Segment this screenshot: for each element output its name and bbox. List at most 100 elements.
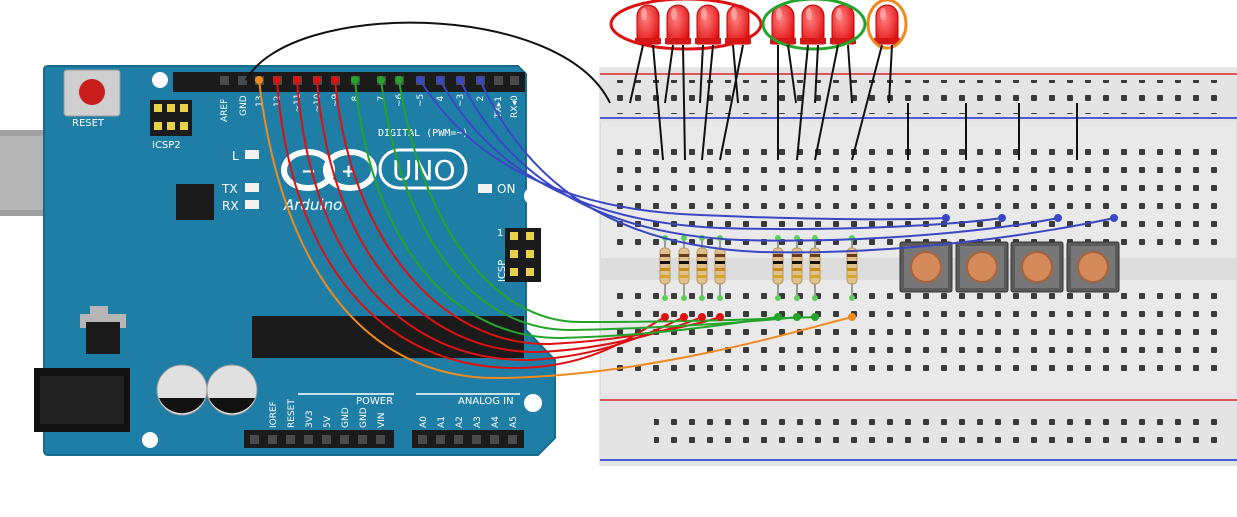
- lower-terminal-holes: [612, 288, 1224, 378]
- pin-label-12: TX▸1: [494, 96, 504, 119]
- pin-label-0: 13: [255, 96, 265, 107]
- uno-badge: [378, 148, 468, 190]
- pin-label-4: ~9: [331, 93, 341, 107]
- resistor-band: [660, 254, 670, 257]
- pin-label-13: RX◂0: [510, 95, 520, 118]
- analog-pin: [454, 435, 463, 444]
- led-l-label: L: [232, 149, 239, 163]
- led-highlight: [776, 8, 782, 20]
- power-label: POWER: [356, 396, 393, 407]
- analog-label: ANALOG IN: [458, 396, 514, 407]
- icsp-label: ICSP: [497, 260, 508, 282]
- analog-pin: [436, 435, 445, 444]
- highlight-group-green: [761, 0, 867, 51]
- red-led: [830, 4, 856, 45]
- resistor-body: [678, 247, 690, 285]
- led-rx-label: RX: [222, 199, 239, 213]
- resistor: [846, 235, 858, 301]
- led-rim: [800, 38, 826, 44]
- resistor-end: [717, 295, 723, 301]
- resistor-band: [697, 261, 707, 264]
- led-highlight: [836, 8, 842, 20]
- analog-pin-label-4: A4: [491, 416, 501, 428]
- microcontroller-chip: [252, 316, 524, 358]
- mounting-hole: [524, 187, 542, 205]
- pin-label-2: ~11: [293, 94, 303, 113]
- pin-label-8: ~5: [416, 94, 426, 107]
- power-pin-label-3: 5V: [323, 415, 333, 428]
- push-button-cap: [1077, 251, 1109, 283]
- resistor-band: [810, 254, 820, 257]
- pin-label-5: 8: [351, 96, 361, 102]
- resistor-band: [773, 254, 783, 257]
- red-led: [800, 4, 826, 45]
- red-led: [695, 4, 721, 45]
- led-highlight: [806, 8, 812, 20]
- analog-pin-label-1: A1: [437, 416, 447, 428]
- logo-text: Arduino: [283, 196, 342, 214]
- resistor-band: [679, 275, 689, 278]
- push-button-3[interactable]: [1010, 241, 1064, 293]
- resistor-band: [773, 275, 783, 278]
- power-pin: [304, 435, 313, 444]
- digital-label: DIGITAL (PWM=~): [378, 128, 468, 139]
- power-pin-label-0: IOREF: [269, 401, 279, 428]
- resistor-band: [660, 268, 670, 271]
- voltage-regulator: [86, 322, 120, 354]
- led-highlight: [641, 8, 647, 20]
- led-highlight: [671, 8, 677, 20]
- icsp2-label: ICSP2: [152, 140, 181, 151]
- led-on: [478, 184, 492, 193]
- pin-label-9: 4: [436, 96, 446, 102]
- resistor: [659, 235, 671, 301]
- resistor-band: [697, 275, 707, 278]
- power-header: [244, 430, 394, 448]
- reset-button[interactable]: [79, 79, 105, 105]
- led-rim: [635, 38, 661, 44]
- led-highlight: [731, 8, 737, 20]
- push-button-1[interactable]: [899, 241, 953, 293]
- resistor-band: [697, 268, 707, 271]
- led-rim: [830, 38, 856, 44]
- analog-pin: [472, 435, 481, 444]
- arduino-logo: − + Arduino: [281, 149, 377, 214]
- red-led: [635, 4, 661, 45]
- resistor-body: [714, 247, 726, 285]
- highlight-group-orange: [866, 0, 908, 50]
- red-led: [874, 4, 900, 45]
- resistor-body: [659, 247, 671, 285]
- resistor-band: [715, 268, 725, 271]
- resistor-band: [847, 261, 857, 264]
- power-pin: [286, 435, 295, 444]
- push-button-4[interactable]: [1066, 241, 1120, 293]
- resistor: [791, 235, 803, 301]
- power-pin: [268, 435, 277, 444]
- wire-end-dots: [255, 76, 1118, 321]
- analog-pin-label-3: A3: [473, 416, 483, 428]
- analog-pin: [418, 435, 427, 444]
- led-rim: [695, 38, 721, 44]
- resistor-end: [681, 295, 687, 301]
- led-highlight: [880, 8, 886, 20]
- power-pin: [358, 435, 367, 444]
- resistor-end: [849, 295, 855, 301]
- aref-label: AREF: [220, 99, 230, 122]
- resistor-band: [679, 254, 689, 257]
- pin-label-6: 7: [377, 96, 387, 102]
- mounting-hole: [152, 72, 168, 88]
- resistor: [678, 235, 690, 301]
- on-label: ON: [497, 182, 515, 196]
- resistor-end: [775, 235, 781, 241]
- power-pin-label-1: RESET: [287, 399, 297, 428]
- led-legs: [629, 44, 1078, 161]
- push-button-2[interactable]: [955, 241, 1009, 293]
- power-pin-label-2: 3V3: [305, 410, 315, 428]
- resistor-band: [660, 275, 670, 278]
- breadboard: [599, 67, 1237, 466]
- resistor-body: [696, 247, 708, 285]
- resistor-band: [697, 254, 707, 257]
- resistor-end: [681, 235, 687, 241]
